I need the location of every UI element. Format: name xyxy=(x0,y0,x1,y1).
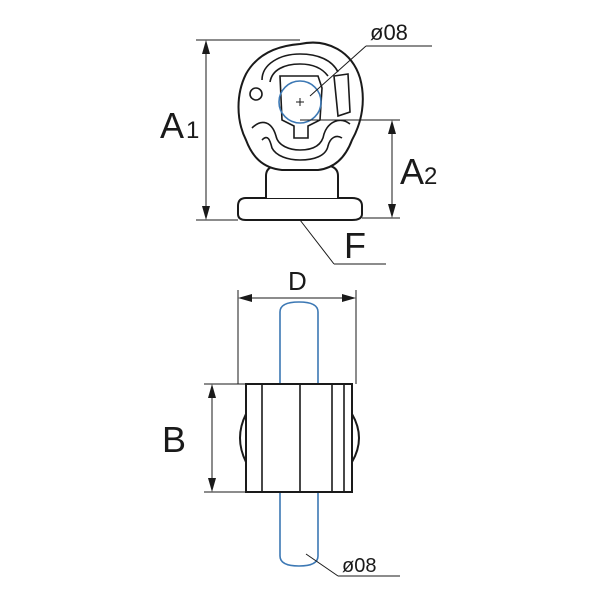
a2-subscript: 2 xyxy=(424,163,437,190)
top-view xyxy=(237,41,364,221)
a2-label: A xyxy=(400,151,424,192)
a1-label: A xyxy=(160,105,184,146)
d-label: D xyxy=(288,266,307,296)
pin-section xyxy=(278,80,322,124)
a2-arrow-top xyxy=(388,120,396,134)
dia-top-leader xyxy=(309,45,367,97)
mount-hole xyxy=(249,87,263,101)
d-arrow-right xyxy=(342,294,356,302)
side-slot xyxy=(333,73,351,118)
base-plate xyxy=(237,197,363,221)
b-arrow-top xyxy=(208,384,216,398)
right-flange xyxy=(351,410,360,466)
f-label: F xyxy=(344,225,366,266)
body-block xyxy=(245,383,353,493)
clamp-body xyxy=(237,41,364,171)
dimension-a1: A 1 xyxy=(160,39,300,221)
b-arrow-bottom xyxy=(208,478,216,492)
d-arrow-left xyxy=(238,294,252,302)
diameter-leader-top: ø08 xyxy=(309,20,432,97)
lower-arms-inner xyxy=(261,135,343,161)
pin-front xyxy=(279,301,319,567)
a1-arrow-bottom xyxy=(202,206,210,220)
bottom-view xyxy=(239,301,360,567)
dia-bottom-label: ø08 xyxy=(342,555,376,577)
diameter-leader-bottom: ø08 xyxy=(305,553,400,577)
dimension-a2: A 2 xyxy=(300,119,437,219)
a1-subscript: 1 xyxy=(186,117,199,144)
f-leader xyxy=(299,219,335,265)
upper-slot xyxy=(261,53,339,83)
dimension-b: B xyxy=(162,383,246,493)
dia-top-label: ø08 xyxy=(370,20,408,45)
dimension-d: D xyxy=(237,266,357,384)
a2-arrow-bottom xyxy=(388,204,396,218)
lower-arms xyxy=(251,119,351,151)
center-cradle xyxy=(279,75,323,139)
dia-bottom-leader xyxy=(305,553,339,577)
a1-arrow-top xyxy=(202,40,210,54)
leader-f: F xyxy=(299,219,386,266)
b-label: B xyxy=(162,419,186,460)
